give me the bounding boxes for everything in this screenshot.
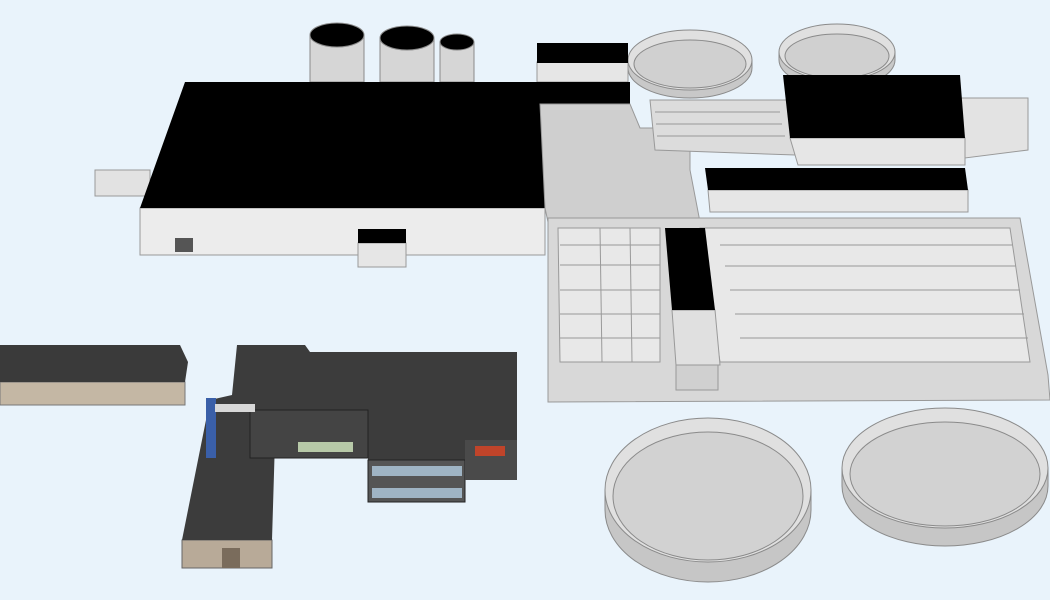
blower-building bbox=[705, 75, 969, 213]
main-hall bbox=[94, 82, 630, 268]
silo-tanks bbox=[309, 22, 475, 83]
central-platform bbox=[539, 97, 1029, 223]
aeration-basins bbox=[547, 217, 1050, 403]
clarifier-tanks-bottom bbox=[604, 407, 1049, 583]
pump-house bbox=[536, 43, 629, 83]
garage-building bbox=[0, 345, 188, 406]
office-building bbox=[181, 345, 517, 569]
